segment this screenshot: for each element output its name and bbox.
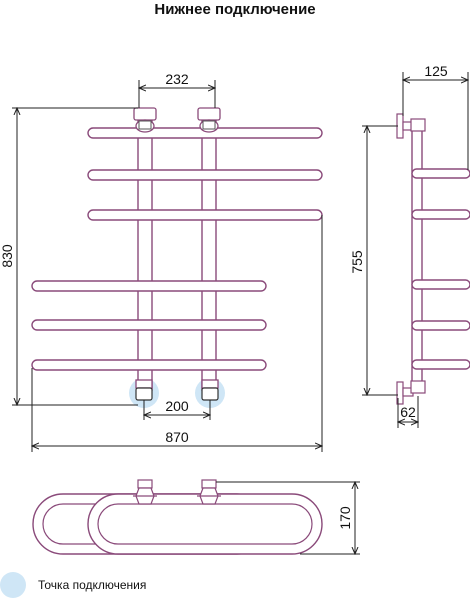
- side-vertical-pipe: [411, 127, 423, 385]
- side-bottom-bracket: [396, 380, 426, 405]
- rail-bar: [31, 319, 267, 331]
- top-view-connector-left: [133, 479, 157, 505]
- side-rail-bar: [411, 209, 470, 220]
- dim-label-wall-offset: 62: [400, 404, 416, 420]
- top-cap-left: [133, 107, 157, 133]
- bottom-connector-left: [135, 379, 153, 401]
- side-rail-bar: [411, 279, 470, 290]
- dim-label-side-depth: 125: [424, 63, 448, 79]
- rail-bar: [87, 169, 323, 181]
- dim-label-side-height: 755: [349, 250, 365, 274]
- rail-bar: [31, 359, 267, 371]
- bottom-connector-right: [201, 379, 219, 401]
- vertical-pipe-right: [201, 117, 217, 391]
- rail-bar: [87, 209, 323, 221]
- top-view: 170: [32, 479, 360, 554]
- dim-label-top-depth: 170: [337, 506, 353, 530]
- legend-label: Точка подключения: [38, 578, 147, 592]
- top-cap-right: [197, 107, 221, 133]
- front-view: 232 830 200 870: [0, 71, 322, 452]
- dim-label-width: 870: [165, 429, 189, 445]
- dim-label-top-spacing: 232: [165, 71, 189, 87]
- top-view-connector-right: [197, 479, 221, 505]
- side-rail-bar: [411, 168, 470, 179]
- dim-label-height: 830: [0, 244, 15, 268]
- rail-bar: [31, 280, 267, 292]
- side-rail-bar: [411, 359, 470, 370]
- side-rail-bar: [411, 320, 470, 331]
- diagram-title: Нижнее подключение: [154, 1, 316, 18]
- side-view: 125 755 62: [349, 63, 470, 428]
- vertical-pipe-left: [137, 117, 153, 391]
- connection-point-swatch: [0, 572, 26, 598]
- dim-label-bottom-spacing: 200: [165, 398, 189, 414]
